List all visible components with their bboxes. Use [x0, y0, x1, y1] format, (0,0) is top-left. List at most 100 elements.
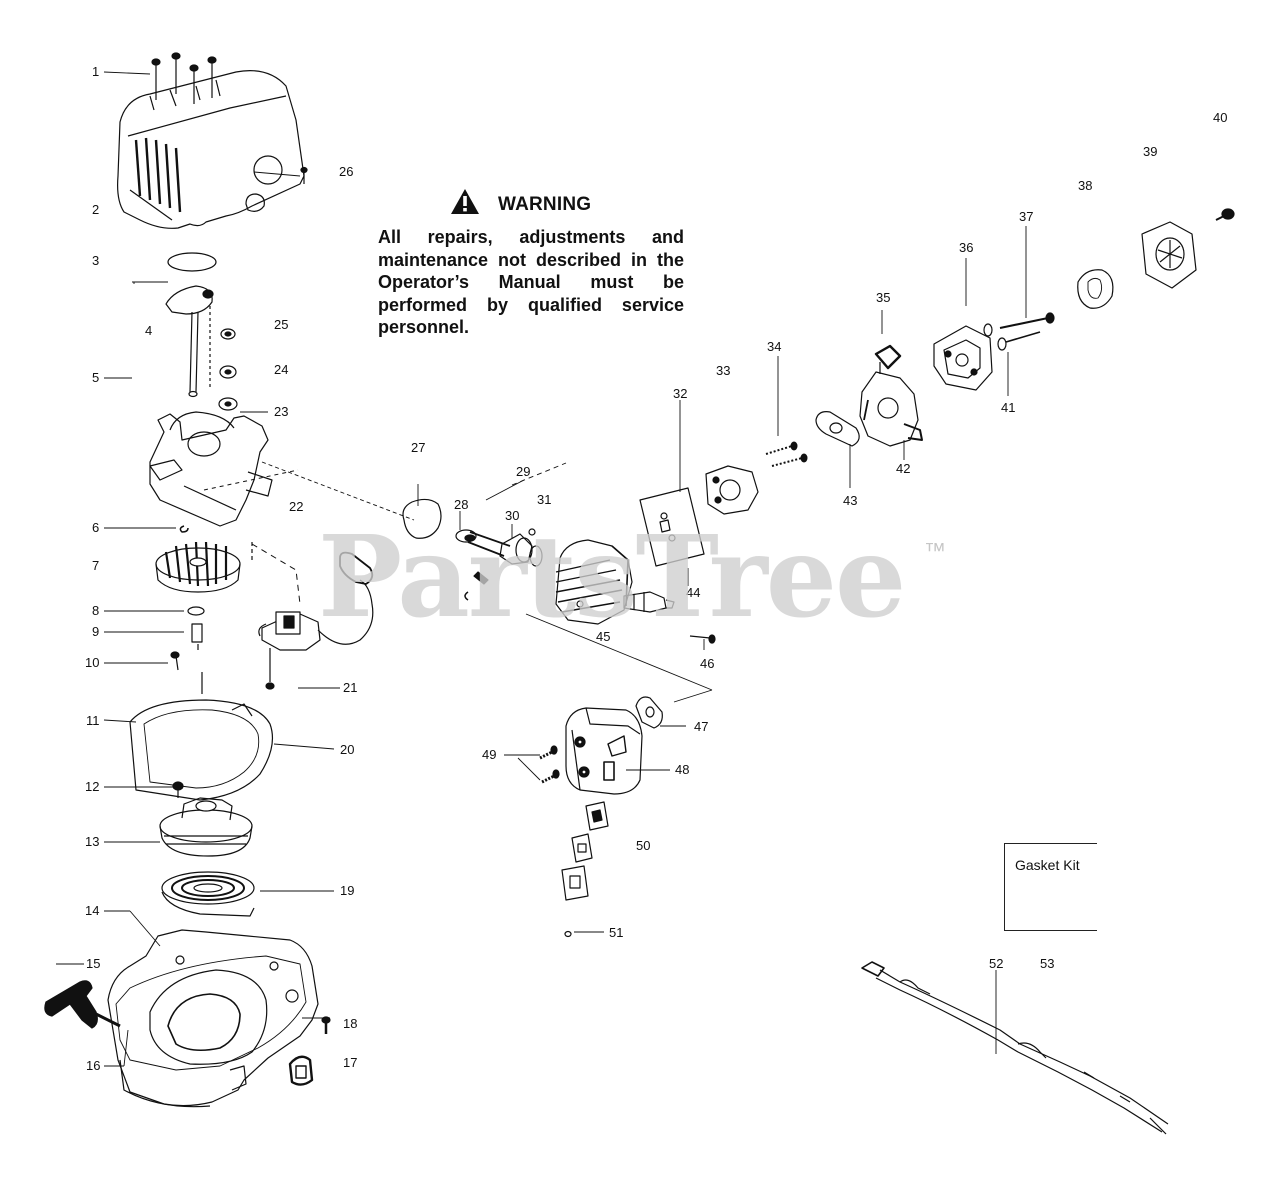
- trademark-symbol: ™: [924, 538, 946, 563]
- callout-15: 15: [86, 956, 101, 971]
- starter-pulley: [159, 797, 253, 857]
- callout-34: 34: [767, 339, 782, 354]
- housing-screw: [321, 1016, 331, 1034]
- callout-38: 38: [1078, 178, 1093, 193]
- callout-40: 40: [1213, 110, 1228, 125]
- callout-2: 2: [92, 202, 100, 217]
- callout-49: 49: [482, 747, 497, 762]
- spacer: [191, 623, 203, 650]
- air-filter-element: [1077, 269, 1114, 309]
- callout-44: 44: [686, 585, 701, 600]
- callout-20: 20: [340, 742, 355, 757]
- carburetor: [859, 344, 923, 447]
- engine-cover: [117, 70, 305, 229]
- crank-gasket: [402, 498, 442, 539]
- muffler-gasket: [635, 696, 663, 729]
- gasket-kit-box: [1004, 843, 1097, 931]
- callout-37: 37: [1019, 209, 1034, 224]
- starter-plate: [129, 699, 273, 801]
- callout-9: 9: [92, 624, 100, 639]
- recoil-spring: [161, 871, 255, 917]
- callout-39: 39: [1143, 144, 1158, 159]
- callout-21: 21: [343, 680, 358, 695]
- callout-41: 41: [1001, 400, 1016, 415]
- cover-knob: [1215, 208, 1235, 221]
- callout-14: 14: [85, 903, 100, 918]
- spark-arrestor-parts: [561, 801, 609, 901]
- callout-7: 7: [92, 558, 100, 573]
- warning-triangle-icon: [451, 189, 479, 214]
- shaft-assembly: [165, 285, 214, 398]
- callout-8: 8: [92, 603, 100, 618]
- starter-housing: [107, 929, 319, 1108]
- callout-50: 50: [636, 838, 651, 853]
- callout-29: 29: [516, 464, 531, 479]
- callout-48: 48: [675, 762, 690, 777]
- callout-33: 33: [716, 363, 731, 378]
- callout-28: 28: [454, 497, 469, 512]
- callout-5: 5: [92, 370, 100, 385]
- callout-17: 17: [343, 1055, 358, 1070]
- air-filter-cover: [1141, 221, 1197, 289]
- leader-lines: [56, 71, 1027, 1067]
- callout-45: 45: [596, 629, 611, 644]
- callout-22: 22: [289, 499, 304, 514]
- muffler: [565, 707, 643, 795]
- callout-10: 10: [85, 655, 100, 670]
- spark-plug: [623, 591, 675, 613]
- o-ring: [167, 252, 217, 272]
- callout-30: 30: [505, 508, 520, 523]
- crankcase: [149, 411, 273, 527]
- starter-handle: [44, 980, 121, 1029]
- cover-screws: [151, 52, 308, 184]
- warning-title: WARNING: [498, 194, 592, 215]
- callout-51: 51: [609, 925, 624, 940]
- callout-23: 23: [274, 404, 289, 419]
- intake-gasket-32: [639, 487, 705, 567]
- callout-19: 19: [340, 883, 355, 898]
- pulley-screw: [172, 781, 184, 798]
- callout-26: 26: [339, 164, 354, 179]
- flywheel-screw: [170, 651, 180, 671]
- callout-52: 52: [989, 956, 1004, 971]
- callout-27: 27: [411, 440, 426, 455]
- small-nut: [564, 930, 572, 938]
- grommet: [288, 1055, 314, 1086]
- callout-12: 12: [85, 779, 100, 794]
- filter-screws: [983, 312, 1055, 351]
- callout-42: 42: [896, 461, 911, 476]
- callout-1: 1: [92, 64, 100, 79]
- callout-31: 31: [537, 492, 552, 507]
- intake-adapter: [705, 465, 759, 515]
- callout-43: 43: [843, 493, 858, 508]
- callout-16: 16: [86, 1058, 101, 1073]
- ignition-module: [251, 542, 374, 690]
- callout-6: 6: [92, 520, 100, 535]
- callout-11: 11: [86, 713, 100, 728]
- carb-gasket: [815, 411, 860, 447]
- flywheel: [155, 541, 241, 593]
- callout-18: 18: [343, 1016, 358, 1031]
- air-filter-base: [933, 325, 993, 391]
- partstree-watermark: PartsTree: [318, 512, 906, 643]
- cylinder: [555, 539, 633, 625]
- callout-35: 35: [876, 290, 891, 305]
- callout-32: 32: [673, 386, 688, 401]
- throttle-cable: [861, 961, 1169, 1135]
- warning-text: All repairs, adjustments and maintenance…: [378, 227, 684, 337]
- gasket-kit-label: Gasket Kit: [1015, 857, 1080, 873]
- muffler-screws: [539, 745, 560, 784]
- piston-assembly: [455, 528, 543, 601]
- callout-4: 4: [145, 323, 153, 338]
- callout-47: 47: [694, 719, 709, 734]
- callout-24: 24: [274, 362, 289, 377]
- clip: [179, 525, 189, 533]
- bearings: [218, 328, 238, 411]
- callout-53: 53: [1040, 956, 1055, 971]
- callout-13: 13: [85, 834, 100, 849]
- callout-3: 3: [92, 253, 100, 268]
- callout-25: 25: [274, 317, 289, 332]
- muffler-screw-46: [689, 634, 716, 644]
